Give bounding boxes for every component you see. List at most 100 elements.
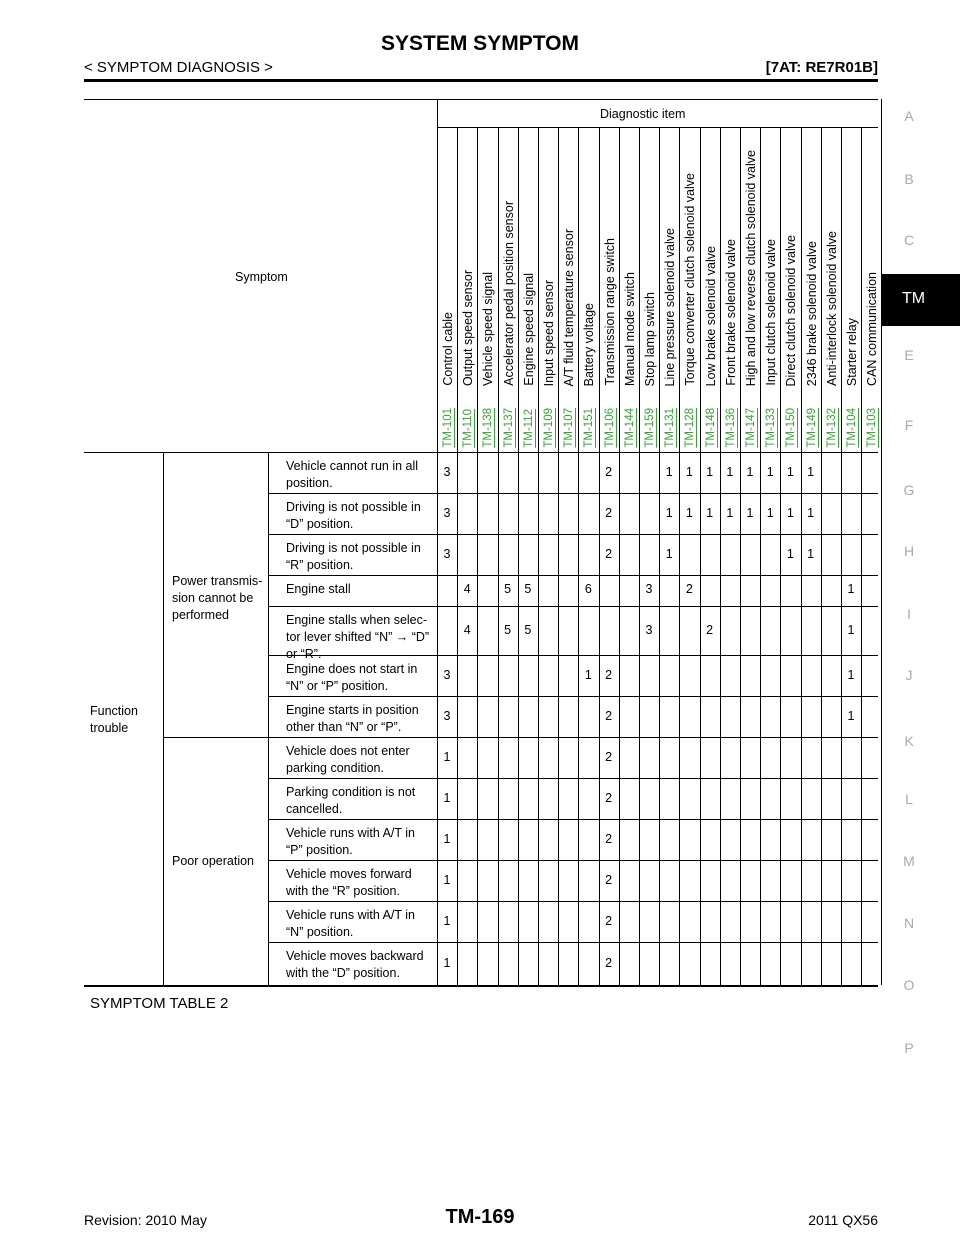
value-cell: 1 [786,546,794,561]
diag-item-label: Line pressure solenoid valve [663,227,678,386]
col-rule [720,127,721,985]
value-cell: 3 [443,546,451,561]
diag-item-label: Starter relay [845,317,859,386]
table-bottom-rule [84,985,878,987]
side-letter-k[interactable]: K [904,733,914,749]
value-cell: 2 [685,582,693,596]
diag-item-link[interactable]: TM-131 [664,408,677,448]
side-letter-f[interactable]: F [904,417,914,433]
diag-item-link[interactable]: TM-128 [684,408,697,448]
value-cell: 1 [665,464,673,479]
side-letter-c[interactable]: C [903,232,915,248]
diag-item-link[interactable]: TM-144 [623,408,636,448]
value-cell: 5 [504,582,512,596]
col-rule [639,127,640,985]
value-cell: 1 [847,667,855,682]
side-letter-o[interactable]: O [903,977,915,993]
side-tab-active[interactable]: TM [882,274,960,326]
side-letter-b[interactable]: B [904,171,914,187]
value-cell: 1 [706,464,714,479]
side-tab-label: TM [902,290,926,307]
diag-item-link[interactable]: TM-110 [462,409,475,448]
value-cell: 1 [786,464,794,479]
col-rule [578,127,579,985]
diag-item-link[interactable]: TM-159 [644,408,656,448]
value-cell: 2 [605,872,613,887]
col-rule [881,99,882,985]
row-symptom: Vehicle cannot run in all position. [286,459,419,490]
diag-item-link[interactable]: TM-112 [522,409,535,448]
footer-page-number: TM-169 [445,1206,515,1228]
side-letter-p[interactable]: P [904,1040,914,1056]
value-cell: 3 [645,582,653,596]
value-cell: 3 [443,505,451,520]
col-rule [700,127,701,985]
diag-item-link[interactable]: TM-103 [866,408,879,448]
diag-item-link[interactable]: TM-107 [563,408,576,448]
diag-item-link[interactable]: TM-109 [543,408,555,448]
header-bottom-rule [84,452,878,453]
diag-item-label: Input speed sensor [542,279,556,386]
diag-item-label: Front brake solenoid valve [723,239,738,386]
diag-item-link[interactable]: TM-151 [583,408,596,448]
value-cell: 4 [463,622,471,637]
diag-item-link[interactable]: TM-149 [805,408,818,448]
diag-item-link[interactable]: TM-147 [745,408,757,448]
row-rule [268,534,878,535]
diag-item-link[interactable]: TM-150 [785,408,798,448]
diag-item-label: Accelerator pedal position sensor [501,201,516,386]
row-rule [268,942,878,943]
row-rule [268,860,878,861]
side-letter-j[interactable]: J [905,667,913,683]
diag-item-link[interactable]: TM-136 [724,408,737,448]
diag-item-link[interactable]: TM-133 [765,408,778,448]
row-symptom: Vehicle does not enter parking condition… [286,744,410,775]
side-letter-m[interactable]: M [903,853,915,869]
value-cell: 2 [605,708,613,723]
row-symptom: Vehicle runs with A/T in “N” position. [286,908,416,939]
col-rule [760,127,761,985]
col-rule [437,99,438,985]
col-rule [268,452,269,985]
row-symptom: Vehicle moves backward with the “D” posi… [286,949,424,980]
value-cell: 1 [766,505,774,520]
col-rule [659,127,660,985]
side-letter-e[interactable]: E [904,347,914,363]
row-rule [268,819,878,820]
row-symptom: Vehicle moves forward with the “R” posit… [286,867,412,898]
side-letter-g[interactable]: G [903,482,915,498]
value-cell: 1 [766,464,774,479]
col-rule [841,127,842,985]
diag-item-link[interactable]: TM-138 [482,408,495,448]
side-letter-n[interactable]: N [903,915,915,931]
diag-item-link[interactable]: TM-101 [442,408,454,448]
diag-item-label: Output speed sensor [461,269,476,386]
value-cell: 1 [443,955,451,970]
value-cell: 1 [786,505,794,520]
col-rule [740,127,741,985]
value-cell: 2 [605,749,613,764]
diag-item-link[interactable]: TM-104 [846,408,858,448]
footer-model: 2011 QX56 [808,1212,878,1228]
diag-item-link[interactable]: TM-137 [502,408,515,448]
diag-item-link[interactable]: TM-132 [825,408,838,448]
side-letter-a[interactable]: A [904,108,914,124]
diag-item-link[interactable]: TM-148 [704,408,717,448]
value-cell: 3 [443,667,451,682]
row-rule [268,575,878,576]
value-cell: 1 [443,790,451,805]
side-letter-i[interactable]: I [907,606,911,622]
row-symptom: Driving is not possible in “R” position. [286,541,421,572]
col-rule [599,127,600,985]
diag-item-label: Input clutch solenoid valve [764,239,779,386]
category-label: Function trouble [90,704,138,735]
diag-item-label: Low brake solenoid valve [703,245,718,386]
group-label: Poor operation [172,854,255,868]
value-cell: 5 [504,622,512,637]
side-letter-h[interactable]: H [903,543,915,559]
diag-item-link[interactable]: TM-106 [603,408,616,448]
row-rule [268,696,878,697]
value-cell: 1 [847,622,855,637]
side-letter-l[interactable]: L [905,791,913,807]
value-cell: 1 [847,582,855,596]
